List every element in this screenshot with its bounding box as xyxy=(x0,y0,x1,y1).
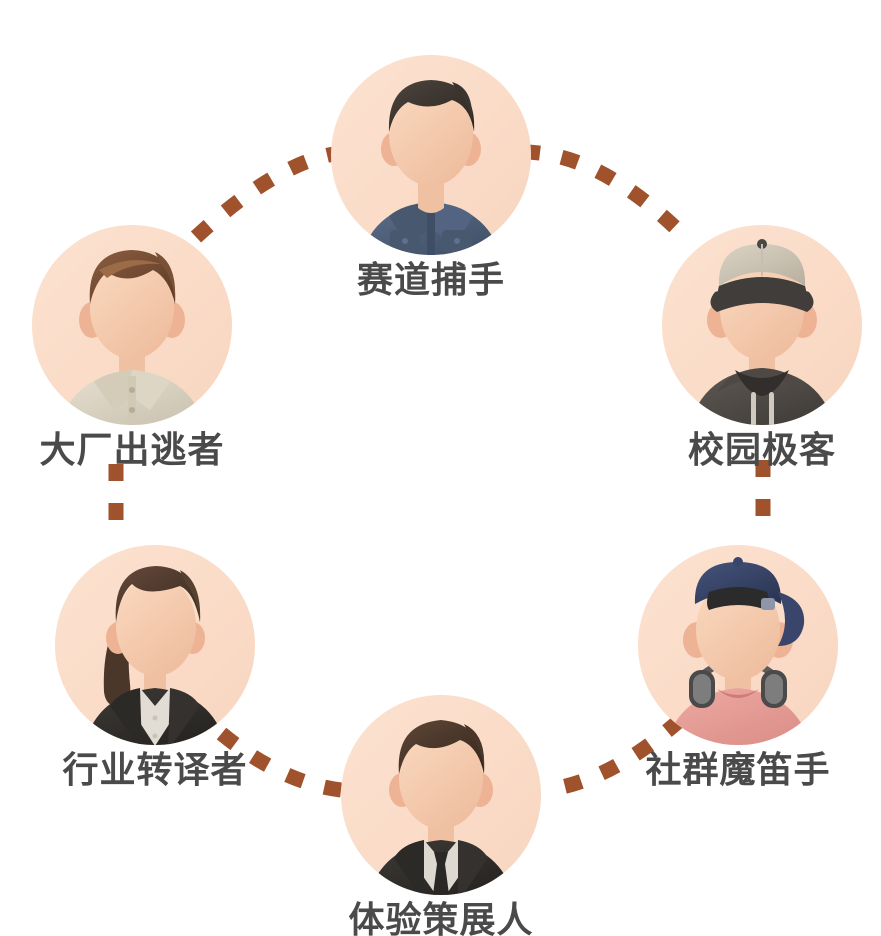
avatar-man-black-suit-tie[interactable] xyxy=(338,692,544,898)
node-label: 社群魔笛手 xyxy=(645,749,831,790)
node-community-piper[interactable]: 社群魔笛手 xyxy=(618,542,858,790)
avatar-person-beige-cap-hoodie[interactable] xyxy=(659,222,865,428)
node-scout[interactable]: 赛道捕手 xyxy=(311,52,551,300)
avatar-illustration xyxy=(638,545,838,745)
avatar-illustration xyxy=(341,695,541,895)
node-label: 体验策展人 xyxy=(348,899,534,936)
node-industry-translator[interactable]: 行业转译者 xyxy=(35,542,275,790)
avatar-woman-ponytail-blazer[interactable] xyxy=(52,542,258,748)
node-experience-curator[interactable]: 体验策展人 xyxy=(321,692,561,936)
node-label: 校园极客 xyxy=(687,429,836,470)
node-bigco-escapee[interactable]: 大厂出逃者 xyxy=(12,222,252,470)
avatar-illustration xyxy=(331,55,531,255)
node-campus-geek[interactable]: 校园极客 xyxy=(642,222,881,470)
node-label: 赛道捕手 xyxy=(356,259,505,300)
avatar-illustration xyxy=(55,545,255,745)
node-label: 大厂出逃者 xyxy=(39,429,225,470)
avatar-illustration xyxy=(662,225,862,425)
avatar-person-navy-cap-headphones[interactable] xyxy=(635,542,841,748)
avatar-man-beige-polo[interactable] xyxy=(29,222,235,428)
avatar-man-navy-shirt[interactable] xyxy=(328,52,534,258)
avatar-illustration xyxy=(32,225,232,425)
node-label: 行业转译者 xyxy=(62,749,248,790)
